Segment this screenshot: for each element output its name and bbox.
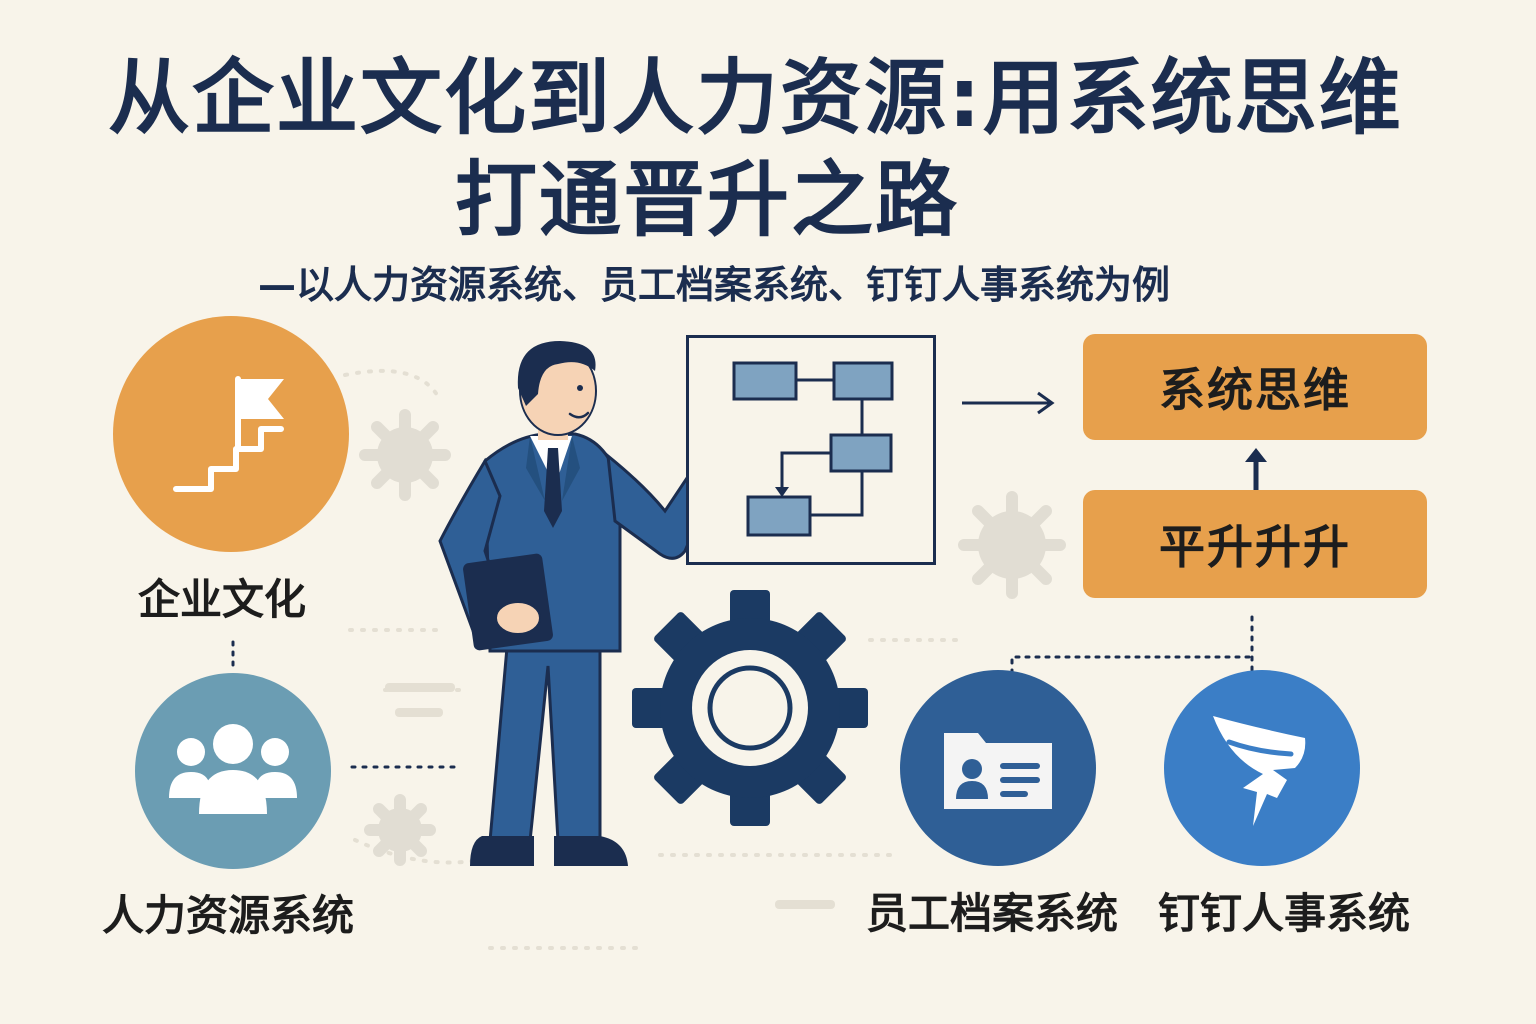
arrow-up-icon (1245, 448, 1267, 490)
people-group-icon (169, 724, 297, 814)
flowchart-box (829, 433, 893, 473)
gear-icon (632, 590, 868, 826)
system-thinking-box: 系统思维 (1083, 334, 1427, 440)
page-title-line1: 从企业文化到人力资源:用系统思维 (108, 51, 1403, 146)
hr-system-circle (135, 673, 331, 869)
employee-records-circle (900, 670, 1096, 866)
flowchart-box (832, 361, 894, 401)
page-title-line2: 打通晋升之路 (455, 153, 960, 248)
flowchart-panel (686, 335, 936, 565)
dingtalk-hr-label: 钉钉人事系统 (1158, 889, 1411, 938)
arrow-right-icon (962, 391, 1055, 415)
culture-label: 企业文化 (138, 575, 307, 624)
connector-systems (1010, 615, 1254, 675)
hr-system-label: 人力资源系统 (102, 891, 355, 940)
flag-on-stairs-icon (173, 376, 284, 492)
connector-culture-hr (231, 640, 235, 670)
culture-circle (113, 316, 349, 552)
page-subtitle: —以人力资源系统、员工档案系统、钉钉人事系统为例 (258, 263, 1171, 307)
dingtalk-hr-circle (1164, 670, 1360, 866)
flowchart-box (732, 361, 798, 401)
connector-hr-center (350, 765, 460, 769)
promotion-box: 平升升升 (1083, 490, 1427, 598)
flowchart-box (746, 495, 812, 537)
employee-records-label: 员工档案系统 (866, 889, 1119, 938)
dingtalk-wing-icon (1213, 716, 1306, 826)
id-card-folder-icon (944, 733, 1052, 809)
